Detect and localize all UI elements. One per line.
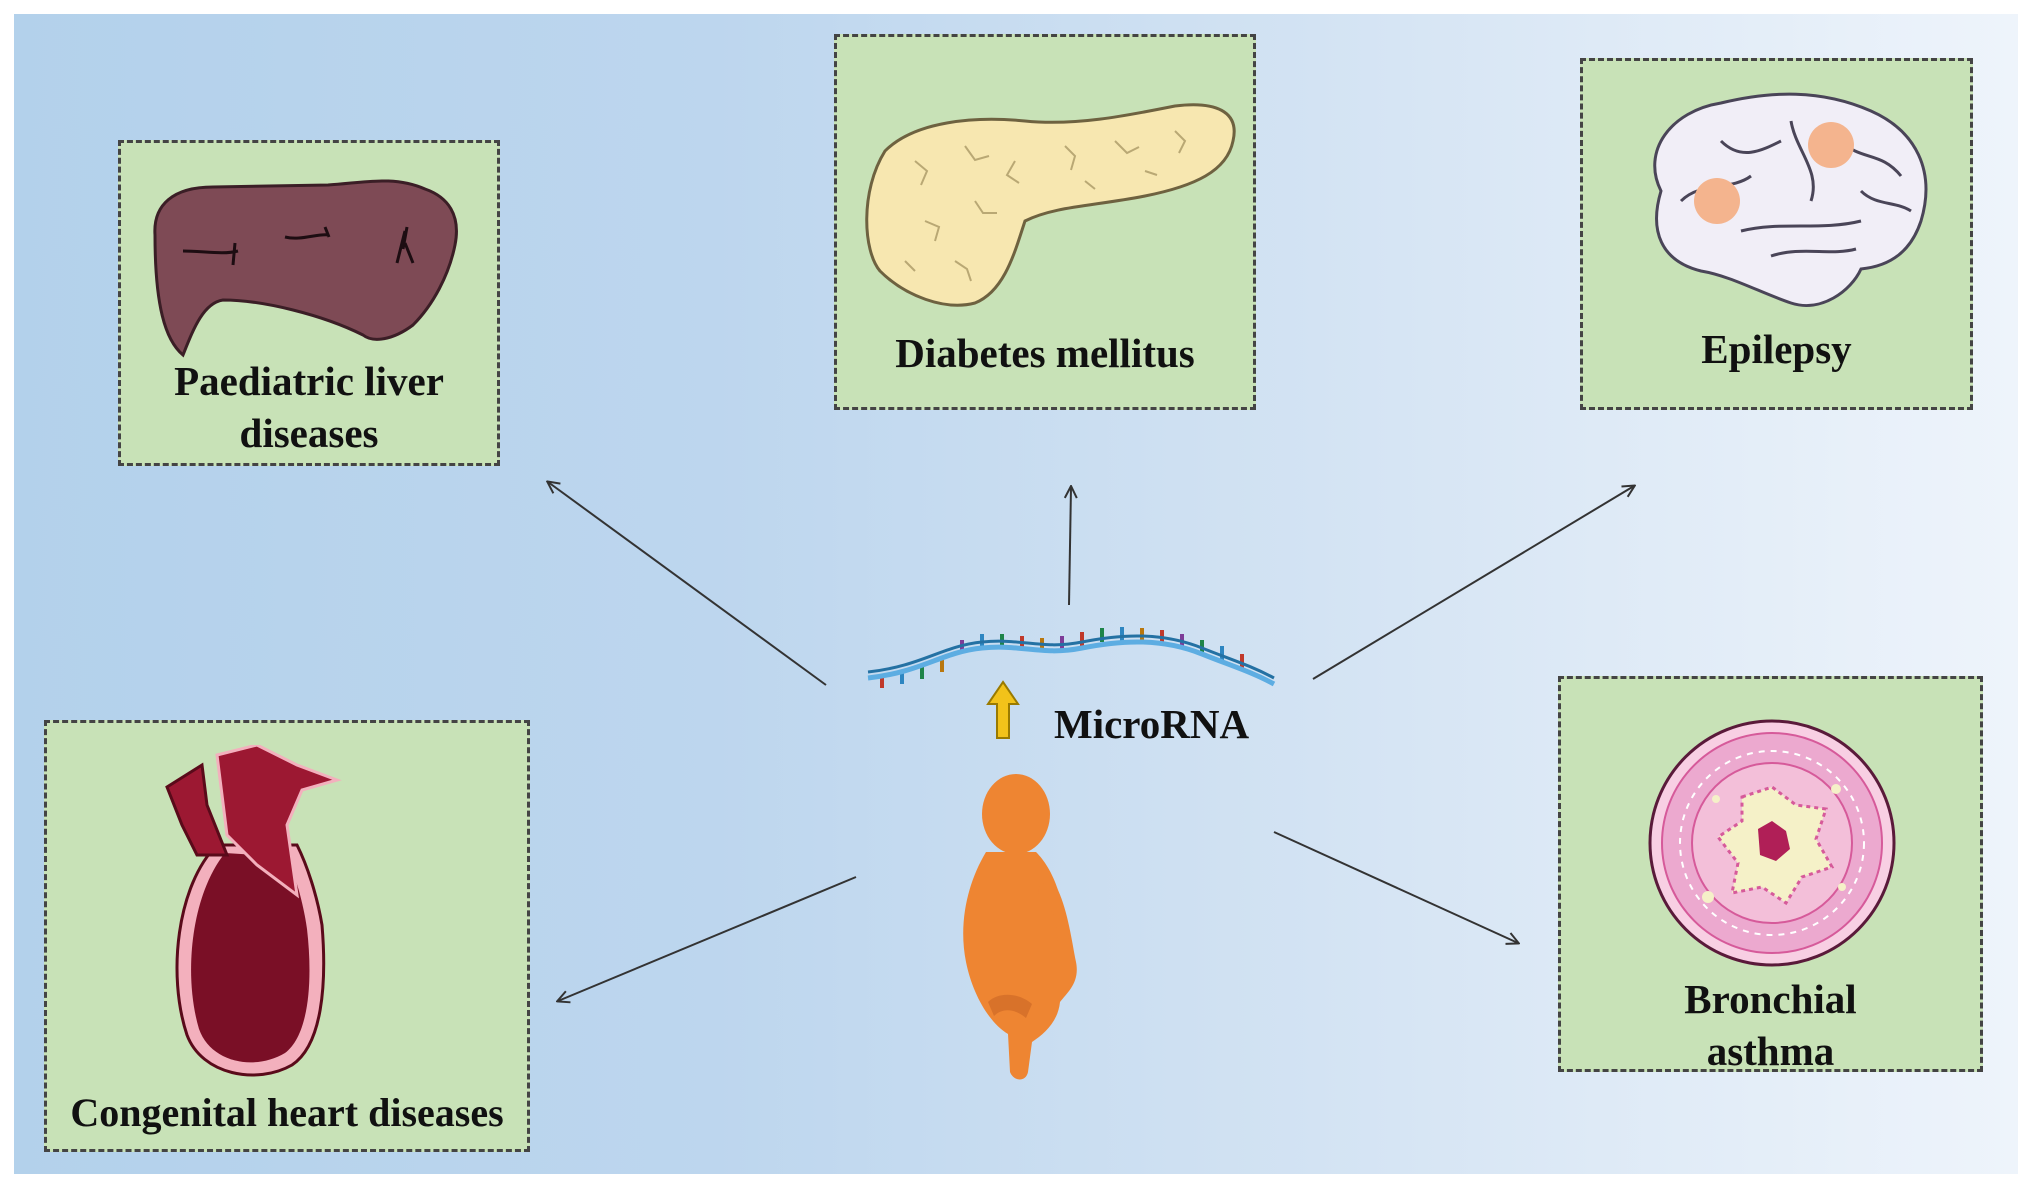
liver-icon (153, 179, 458, 358)
arrow-to-liver (548, 482, 827, 686)
arrow-to-epilepsy (1312, 486, 1634, 680)
disease-box-liver: Paediatric liver diseases (118, 140, 500, 466)
infant-silhouette-icon (963, 774, 1077, 1080)
disease-box-asthma: Bronchial asthma (1558, 676, 1983, 1074)
disease-box-heart: Congenital heart diseases (44, 720, 530, 1152)
rna-strand-icon (867, 627, 1276, 688)
heart-label: Congenital heart diseases (70, 1090, 504, 1135)
upregulation-arrow-icon (986, 680, 1020, 739)
bronchus-icon (1648, 719, 1896, 967)
arrow-to-asthma (1273, 831, 1518, 943)
asthma-label: Bronchial asthma (1684, 976, 1857, 1074)
epilepsy-label: Epilepsy (1701, 326, 1852, 372)
pancreas-icon (865, 103, 1236, 307)
heart-icon (165, 745, 342, 1077)
disease-box-diabetes: Diabetes mellitus (834, 34, 1256, 410)
diabetes-label: Diabetes mellitus (895, 330, 1195, 376)
arrow-to-diabetes (1069, 487, 1071, 606)
arrow-to-heart (558, 876, 857, 1001)
microrna-label: MicroRNA (1054, 701, 1250, 747)
disease-box-epilepsy: Epilepsy (1580, 58, 1973, 410)
liver-label: Paediatric liver diseases (174, 358, 444, 456)
brain-icon (1653, 92, 1928, 307)
